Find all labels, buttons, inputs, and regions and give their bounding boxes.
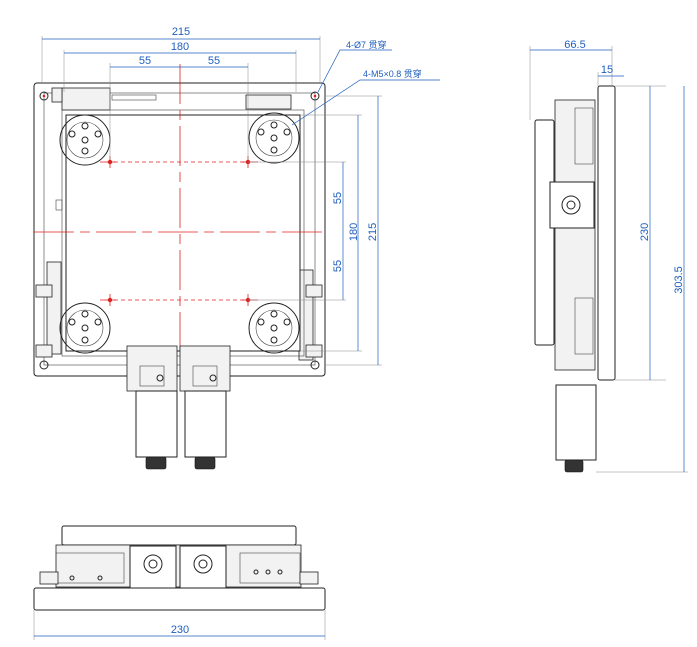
front-bracket-left <box>39 571 59 585</box>
front-motor-left-shaft-outer <box>143 554 163 574</box>
rail-top-left-slot <box>111 94 157 101</box>
front-motor-left <box>129 545 177 589</box>
motor-body-right <box>184 390 227 458</box>
motor-housing-right <box>179 345 231 392</box>
carriage-plate <box>65 114 301 352</box>
front-motor-right <box>179 545 227 589</box>
dim-top-width-215: 215 <box>172 26 190 38</box>
front-bracket-right <box>299 571 319 585</box>
leader-through-holes <box>317 49 392 93</box>
bearing-bottom-right <box>248 302 300 354</box>
switch-left <box>55 199 63 211</box>
front-motor-right-shaft-outer <box>193 554 213 574</box>
rail-top-left <box>61 87 111 111</box>
motor-housing-left <box>126 345 178 392</box>
dim-side-height-55-bottom: 55 <box>332 260 344 272</box>
side-rail-lower <box>574 297 594 355</box>
side-motor-body <box>555 384 597 461</box>
corner-hole-top-right <box>310 91 320 101</box>
motor-bracket-left <box>139 365 165 387</box>
dim-side-view-width-15: 15 <box>601 64 613 76</box>
dim-side-view-width-66-5: 66.5 <box>564 39 585 51</box>
motor-connector-left <box>145 456 167 470</box>
front-rail-left <box>55 552 125 584</box>
side-top-plate <box>534 119 555 346</box>
top-view: 215 180 55 55 55 180 55 215 4-Ø7 贯穿 4-M5… <box>33 26 440 470</box>
front-motor-left-shaft-inner <box>148 559 158 569</box>
motor-connector-right <box>194 456 216 470</box>
side-view: 66.5 15 230 303.5 <box>529 39 688 473</box>
motor-body-left <box>135 390 178 458</box>
bracket-left-lower <box>35 284 53 298</box>
dim-side-view-height-230: 230 <box>639 223 651 241</box>
base-plate-inner <box>43 92 316 366</box>
front-motor-right-shaft-inner <box>198 559 208 569</box>
bracket-left-bottom <box>35 344 53 358</box>
side-base-plate <box>597 85 616 381</box>
front-screws <box>69 569 283 581</box>
dim-side-view-height-303-5: 303.5 <box>673 266 685 294</box>
side-rail-upper <box>574 107 594 165</box>
leader-tapped-holes <box>291 79 440 126</box>
dim-top-spacing-right-55: 55 <box>208 55 220 67</box>
dim-side-height-180: 180 <box>348 223 360 241</box>
side-motor-housing <box>549 181 595 229</box>
dim-side-height-215: 215 <box>367 223 379 241</box>
motor-bracket-right <box>192 365 218 387</box>
bracket-left-top <box>51 87 63 103</box>
front-base-plate <box>33 587 326 611</box>
dim-front-view-width-230: 230 <box>171 624 189 636</box>
corner-hole-bottom-right <box>310 360 320 370</box>
front-rail-right <box>239 552 301 584</box>
motor-screw-left <box>156 374 164 382</box>
front-body <box>55 544 302 588</box>
side-motor-shaft-outer <box>561 195 581 215</box>
motor-screw-right <box>209 374 217 382</box>
front-view: 230 <box>33 525 326 640</box>
front-top-plate <box>61 525 297 546</box>
bearing-top-right <box>248 112 300 164</box>
side-motor-connector <box>564 459 584 473</box>
corner-hole-bottom-left <box>39 360 49 370</box>
note-tapped-holes: 4-M5×0.8 贯穿 <box>363 68 422 79</box>
rail-top-right <box>245 94 292 110</box>
corner-hole-top-left <box>39 91 49 101</box>
dim-top-width-180: 180 <box>171 41 189 53</box>
side-motor-shaft-inner <box>566 200 576 210</box>
bearing-top-left <box>59 114 111 166</box>
dim-top-spacing-left-55: 55 <box>139 55 151 67</box>
note-through-holes: 4-Ø7 贯穿 <box>346 39 387 50</box>
bracket-right-lower <box>305 284 323 298</box>
rail-left <box>46 261 62 355</box>
tapped-hole-3 <box>104 294 116 306</box>
dim-side-height-55-top: 55 <box>332 192 344 204</box>
bearing-bottom-left <box>59 302 111 354</box>
